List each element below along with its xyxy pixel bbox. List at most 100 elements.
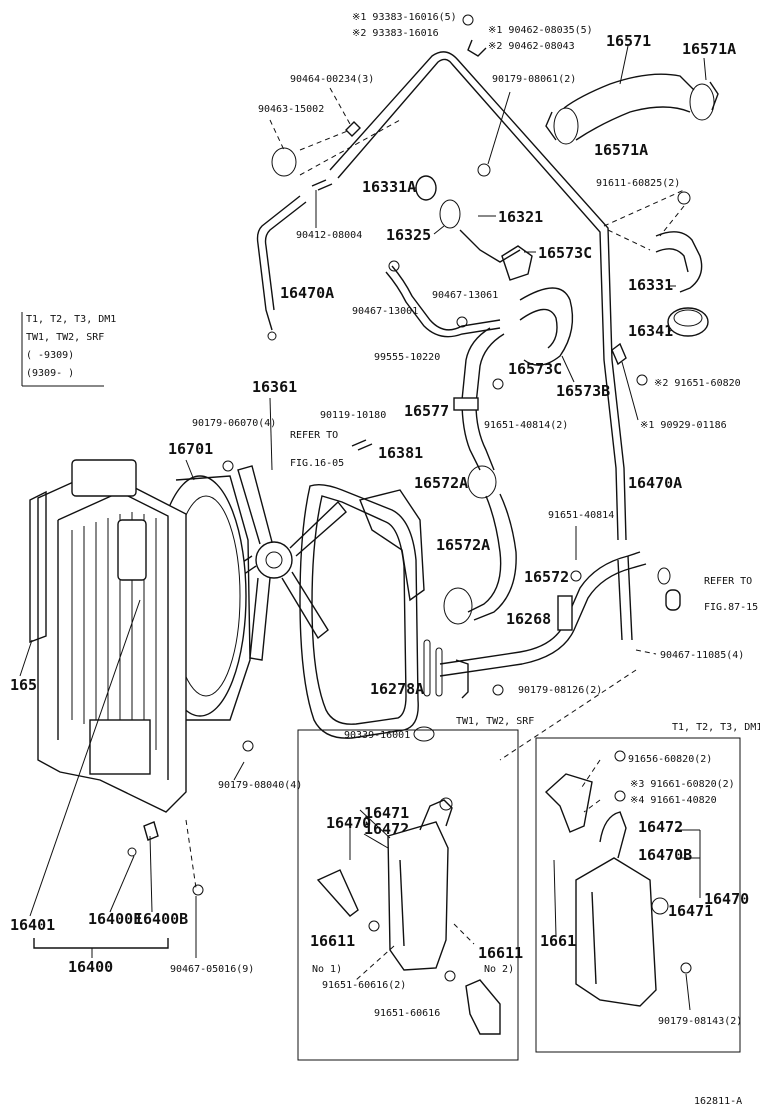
bracket-16278-icon — [455, 659, 469, 699]
reservoir-16470-right-icon — [575, 811, 657, 1007]
label-91611: 91611-60825(2) — [596, 178, 680, 189]
label-93383-b: ※2 93383-16016 — [352, 28, 439, 39]
hose-16572 — [467, 495, 502, 613]
clamp-16572A-bottom-icon — [443, 587, 473, 625]
bracket-16400-group — [33, 938, 169, 949]
part-16471-right: 16471 — [668, 902, 713, 920]
cap-16331A-icon — [415, 175, 437, 201]
clamp-16572A-top-icon — [467, 465, 497, 499]
cap-16341-icon — [667, 307, 709, 337]
label-91661-40820: ※4 91661-40820 — [630, 795, 717, 806]
label-90467-13061: 90467-13061 — [432, 290, 498, 301]
nut-90179-08061-icon — [477, 163, 491, 177]
bracket-pipe-icon — [557, 595, 573, 631]
label-91651-60616: 91651-60616 — [374, 1008, 440, 1019]
bracket-90929-icon — [611, 342, 627, 366]
bolt-91611-icon — [677, 191, 691, 205]
label-91651-60820: ※2 91651-60820 — [654, 378, 741, 389]
part-16325: 16325 — [386, 226, 431, 244]
legend: T1, T2, T3, DM1 TW1, TW2, SRF ( -9309) (… — [21, 312, 116, 387]
clamp-16571A-right-icon — [709, 81, 719, 111]
part-16577: 16577 — [404, 402, 449, 420]
label-90464: 90464-00234(3) — [290, 74, 374, 85]
hose-end-16571-right — [689, 83, 715, 121]
drain-cock-16400B-icon — [143, 821, 159, 841]
clamp-16577-icon — [453, 397, 479, 411]
part-16361: 16361 — [252, 378, 297, 396]
label-90929: ※1 90929-01186 — [640, 420, 727, 431]
figure-id: 162811-A — [694, 1096, 742, 1107]
fan-shroud — [299, 483, 419, 739]
label-no2: No 2) — [484, 964, 514, 975]
radiator-16400-icon — [29, 459, 187, 813]
label-refer-1b: FIG.16-05 — [290, 458, 344, 469]
part-16701: 16701 — [168, 440, 213, 458]
upper-hose-16571 — [563, 73, 695, 109]
label-90119: 90119-10180 — [320, 410, 386, 421]
part-number-labels: ※1 93383-16016(5) ※2 93383-16016 ※1 9046… — [170, 12, 760, 1107]
bolt-90119-icon — [351, 439, 373, 451]
part-16401: 16401 — [10, 916, 55, 934]
label-90179-08040: 90179-08040(4) — [218, 780, 302, 791]
part-16471-left: 16471 — [364, 804, 409, 822]
bolt-91651-40814-icon — [570, 570, 582, 582]
hose-16573B — [519, 287, 574, 366]
label-90179-08143: 90179-08143(2) — [658, 1016, 742, 1027]
part-16470-left: 16470 — [326, 814, 371, 832]
label-refer-1a: REFER TO — [290, 430, 338, 441]
part-16611-no2: 16611 — [478, 944, 523, 962]
label-90179-08061: 90179-08061(2) — [492, 74, 576, 85]
part-16571A-top: 16571A — [682, 40, 736, 58]
label-90467-05016: 90467-05016(9) — [170, 964, 254, 975]
part-16571A-bottom: 16571A — [594, 141, 648, 159]
bracket-16381 — [359, 489, 425, 602]
part-16331A: 16331A — [362, 178, 416, 196]
part-16573B: 16573B — [556, 382, 610, 400]
label-90463: 90463-15002 — [258, 104, 324, 115]
part-16571: 16571 — [606, 32, 651, 50]
label-90412: 90412-08004 — [296, 230, 362, 241]
clamp-icon — [467, 39, 487, 57]
screw-90412-icon — [311, 179, 333, 191]
legend-row-3: ( -9309) — [26, 350, 74, 361]
part-16470B: 16470B — [638, 846, 692, 864]
baffle-16593 — [29, 490, 47, 644]
label-no1: No 1) — [312, 964, 342, 975]
part-16278A: 16278A — [370, 680, 424, 698]
label-90462-b: ※2 90462-08043 — [488, 41, 575, 52]
clip-icon — [462, 14, 474, 26]
part-16470-right: 16470 — [704, 890, 749, 908]
label-90462-a: ※1 90462-08035(5) — [488, 25, 593, 36]
hose-end-ring — [267, 331, 277, 341]
hose-16577-edge — [475, 333, 505, 471]
cap-pipe-end-icon — [665, 589, 681, 611]
label-91651-60616-2: 91651-60616(2) — [322, 980, 406, 991]
box-right-title: T1, T2, T3, DM1 — [672, 722, 760, 733]
clamp-16571A-left-icon — [545, 111, 557, 141]
overflow-hose-16470A-edge — [329, 51, 627, 541]
label-91661-60820: ※3 91661-60820(2) — [630, 779, 735, 790]
clip-90464-icon — [345, 121, 361, 137]
part-16381: 16381 — [378, 444, 423, 462]
bypass-hose-edge — [385, 271, 501, 338]
part-16573C-top: 16573C — [538, 244, 592, 262]
pipe-16268 — [439, 551, 641, 665]
label-93383-a: ※1 93383-16016(5) — [352, 12, 457, 23]
legend-row-1: T1, T2, T3, DM1 — [26, 314, 116, 325]
box-left-title: TW1, TW2, SRF — [456, 716, 534, 727]
part-16400B: 16400B — [134, 910, 188, 928]
part-16321: 16321 — [498, 208, 543, 226]
hose-end-16571-left — [553, 107, 579, 145]
part-16611-right: 16611 — [540, 932, 585, 950]
label-90179-06070: 90179-06070(4) — [192, 418, 276, 429]
part-16331: 16331 — [628, 276, 673, 294]
hose-16470A-left — [256, 195, 301, 331]
hose-16470A-left-edge — [264, 201, 307, 311]
label-refer-2a: REFER TO — [704, 576, 752, 587]
label-refer-2b: FIG.87-15 — [704, 602, 758, 613]
part-16572A-bottom: 16572A — [436, 536, 490, 554]
variant-box-tw — [297, 729, 519, 1061]
legend-row-2: TW1, TW2, SRF — [26, 332, 104, 343]
bracket-16611-no1-icon — [316, 869, 359, 917]
